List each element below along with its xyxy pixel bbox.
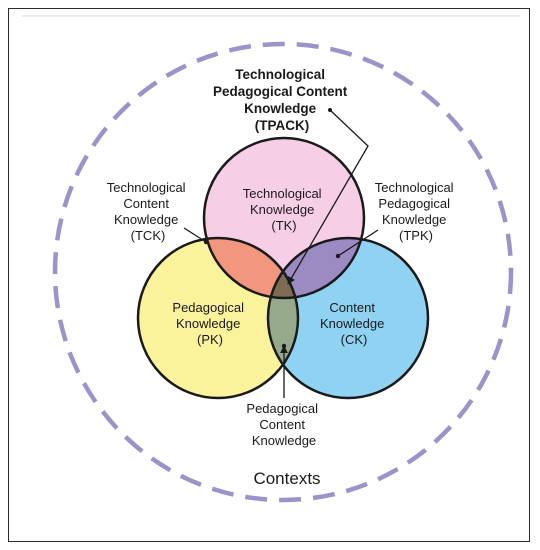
circle-outlines [136,136,430,400]
pk-label: Pedagogical Knowledge (PK) [172,300,247,347]
tpk-label: Technological Pedagogical Knowledge (TPK… [375,180,457,243]
tpk-region [268,238,364,298]
tpk-pointer-dot [335,253,341,259]
tpack-pointer [287,109,369,285]
contexts-circle [52,41,514,503]
tck-region [204,238,298,298]
tck-label: Technological Content Knowledge (TCK) [107,180,189,243]
contexts-label: Contexts [253,469,320,488]
ck-label: Content Knowledge (CK) [320,300,388,347]
pck-label: Pedagogical Content Knowledge [246,401,321,448]
tpk-pointer [337,229,379,257]
tck-pointer [183,227,207,243]
tck-pointer-dot [203,239,209,245]
tpack-pointer-dot [328,108,332,112]
pck-pointer-dot [281,343,287,349]
tk-label: Technological Knowledge (TK) [243,186,325,233]
tpack-label: Technological Pedagogical Content Knowle… [213,67,351,133]
pointer-lines [183,109,379,398]
